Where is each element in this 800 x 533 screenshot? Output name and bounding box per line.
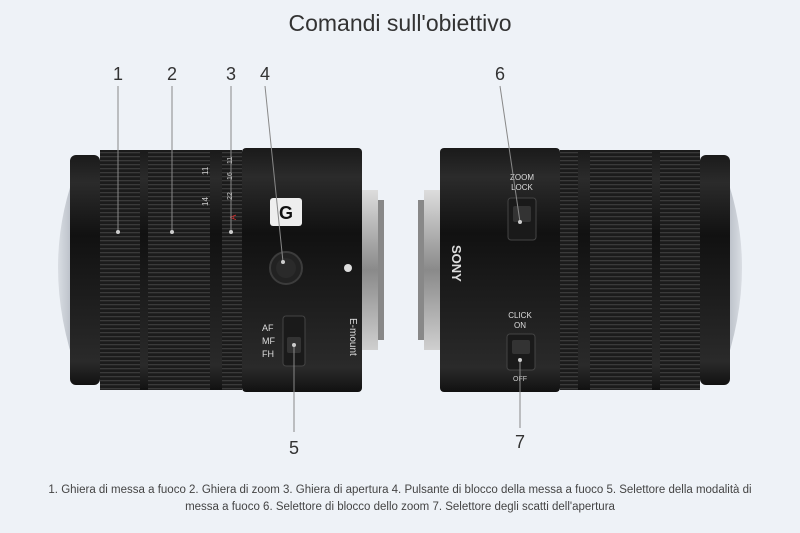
zoom-label: ZOOM bbox=[510, 173, 534, 182]
callout-dots bbox=[116, 220, 522, 362]
af-label: AF bbox=[262, 323, 274, 333]
callout-3: 3 bbox=[225, 64, 236, 84]
callout-4: 4 bbox=[259, 64, 270, 84]
g-badge: G bbox=[279, 203, 293, 223]
callout-7: 7 bbox=[514, 432, 525, 452]
lock-label: LOCK bbox=[511, 183, 533, 192]
aperture-a: A bbox=[229, 214, 238, 220]
callout-1: 1 bbox=[112, 64, 123, 84]
right-lens: SONY ZOOM LOCK CLICK ON OFF bbox=[418, 148, 742, 392]
scale-14: 14 bbox=[201, 197, 210, 206]
fh-label: FH bbox=[262, 349, 274, 359]
mount-label: E-mount bbox=[347, 318, 358, 356]
callout-6: 6 bbox=[494, 64, 505, 84]
on-label: ON bbox=[514, 321, 526, 330]
callout-lines bbox=[117, 85, 521, 432]
mf-label: MF bbox=[262, 336, 275, 346]
left-lens: G E-mount AF MF FH 14 11 22 16 11 A bbox=[58, 148, 384, 392]
click-label: CLICK bbox=[508, 311, 532, 320]
caption-text: 1. Ghiera di messa a fuoco 2. Ghiera di … bbox=[48, 484, 752, 513]
sony-logo: SONY bbox=[449, 245, 464, 282]
callout-5: 5 bbox=[288, 438, 299, 458]
callout-2: 2 bbox=[166, 64, 177, 84]
scale-11: 11 bbox=[201, 166, 210, 175]
page-title: Comandi sull'obiettivo bbox=[288, 10, 512, 36]
